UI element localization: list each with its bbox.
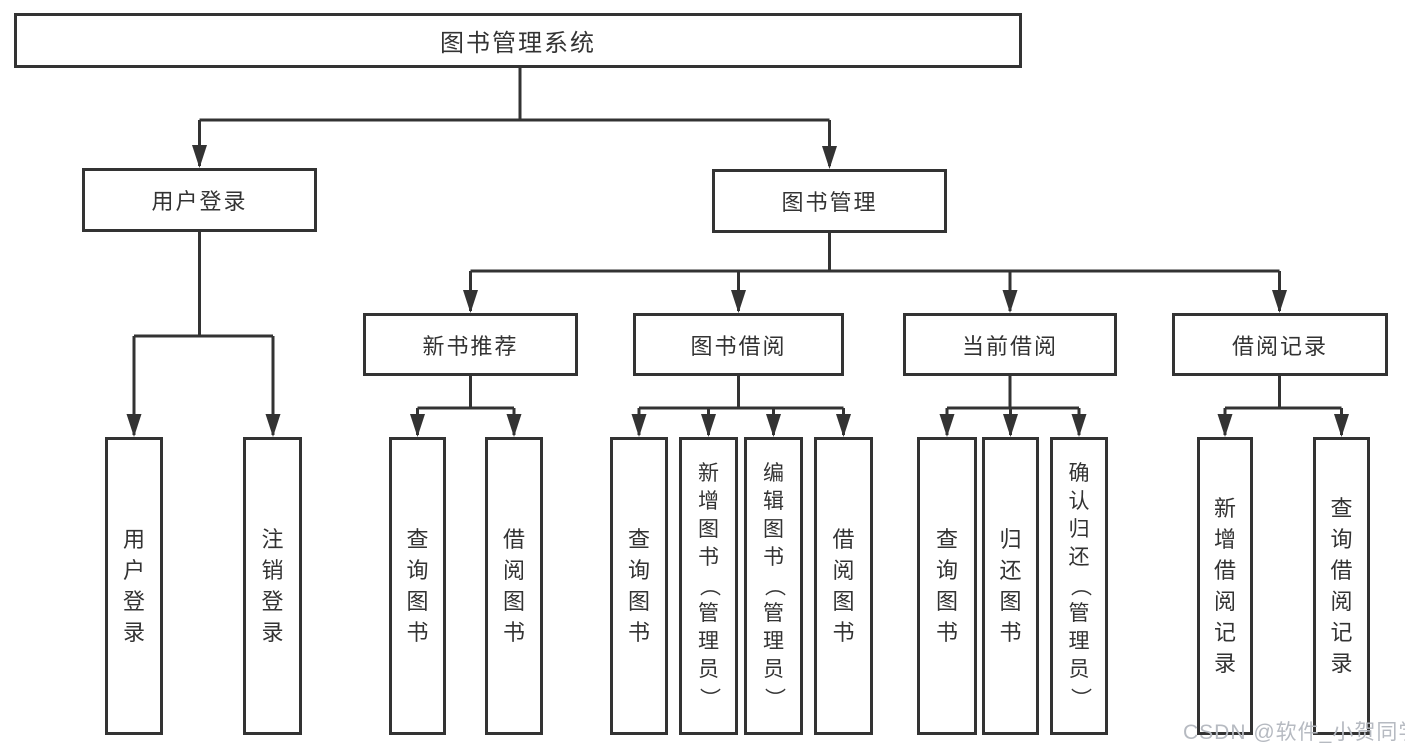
leaf-query-books-borrow: 查询图书 xyxy=(610,437,668,735)
leaf-return-books: 归还图书 xyxy=(982,437,1039,735)
arrow-icon xyxy=(410,414,425,437)
leaf-add-borrow-record: 新增借阅记录 xyxy=(1197,437,1253,735)
node-book-management: 图书管理 xyxy=(712,169,947,233)
leaf-query-books-recommend: 查询图书 xyxy=(389,437,446,735)
node-user-login: 用户登录 xyxy=(82,168,317,232)
arrow-icon xyxy=(1217,414,1233,437)
arrow-icon xyxy=(836,414,851,437)
arrow-icon xyxy=(766,414,781,437)
node-new-book-recommend: 新书推荐 xyxy=(363,313,578,376)
arrow-icon xyxy=(265,414,281,437)
arrow-icon xyxy=(731,290,746,313)
leaf-confirm-return-admin: 确认归还（管理员） xyxy=(1050,437,1108,735)
arrow-icon xyxy=(1003,414,1018,437)
arrow-icon xyxy=(1334,414,1349,437)
node-borrowing-records: 借阅记录 xyxy=(1172,313,1388,376)
leaf-add-books-admin: 新增图书（管理员） xyxy=(679,437,738,735)
leaf-query-borrow-record: 查询借阅记录 xyxy=(1313,437,1370,735)
connector-lines xyxy=(132,68,1343,435)
arrow-icon xyxy=(939,414,955,437)
arrow-icon xyxy=(822,146,837,169)
arrow-icon xyxy=(463,290,478,313)
leaf-user-login: 用户登录 xyxy=(105,437,163,735)
arrowheads xyxy=(126,145,1349,437)
csdn-watermark: CSDN @软件_小贺同学 xyxy=(1183,721,1405,744)
leaf-borrow-books-recommend: 借阅图书 xyxy=(485,437,543,735)
leaf-edit-books-admin: 编辑图书（管理员） xyxy=(744,437,803,735)
arrow-icon xyxy=(1272,290,1287,313)
arrow-icon xyxy=(1002,290,1018,313)
node-book-borrowing: 图书借阅 xyxy=(633,313,844,376)
leaf-logout: 注销登录 xyxy=(243,437,302,735)
arrow-icon xyxy=(126,414,142,437)
node-root: 图书管理系统 xyxy=(14,13,1022,68)
arrow-icon xyxy=(1071,414,1087,437)
arrow-icon xyxy=(192,145,207,168)
node-current-borrowing: 当前借阅 xyxy=(903,313,1117,376)
arrow-icon xyxy=(631,414,647,437)
arrow-icon xyxy=(506,414,522,437)
leaf-query-books-current: 查询图书 xyxy=(917,437,977,735)
arrow-icon xyxy=(701,414,716,437)
leaf-borrow-books: 借阅图书 xyxy=(814,437,873,735)
